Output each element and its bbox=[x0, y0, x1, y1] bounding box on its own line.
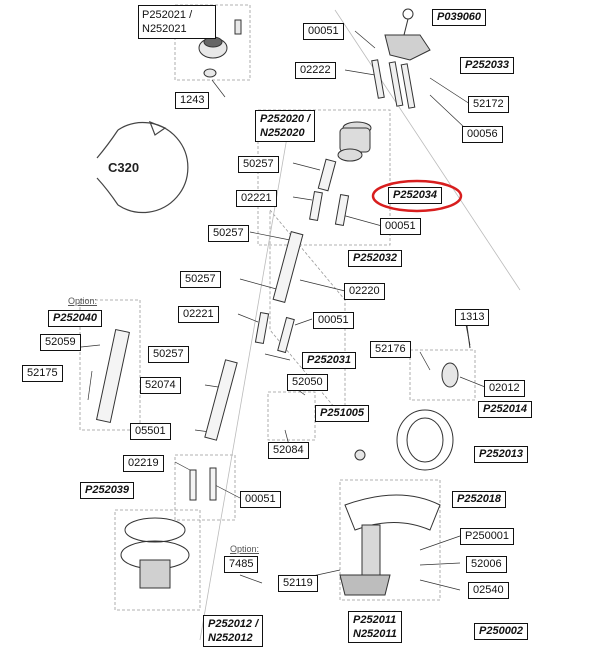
label-00056: 00056 bbox=[462, 126, 503, 143]
base-cage-p252018 bbox=[339, 494, 441, 596]
label-00051-c: 00051 bbox=[313, 312, 354, 329]
label-52084: 52084 bbox=[268, 442, 309, 459]
label-02221-b: 02221 bbox=[178, 306, 219, 323]
shafts bbox=[95, 158, 350, 501]
label-p252021-group: P252021 / N252021 bbox=[138, 5, 216, 39]
label-02222: 02222 bbox=[295, 62, 336, 79]
label-p039060: P039060 bbox=[432, 9, 487, 26]
label-02220: 02220 bbox=[344, 283, 385, 300]
label-00051-top: 00051 bbox=[303, 23, 344, 40]
label-50257-c: 50257 bbox=[180, 271, 221, 288]
label-n252011: N252011 bbox=[353, 628, 397, 640]
label-p250002: P250002 bbox=[474, 623, 529, 640]
label-p252021: P252021 / bbox=[142, 9, 193, 21]
frame-p252011 bbox=[339, 479, 441, 601]
label-1313: 1313 bbox=[455, 309, 490, 326]
label-02012: 02012 bbox=[484, 380, 525, 397]
label-50257-a: 50257 bbox=[238, 156, 279, 173]
label-00051-b: 00051 bbox=[380, 218, 421, 235]
drum-part-p252013 bbox=[396, 409, 454, 471]
label-p252013: P252013 bbox=[474, 446, 529, 463]
c320-label: C320 bbox=[108, 160, 140, 175]
label-n252021: N252021 bbox=[142, 23, 187, 35]
label-p252018: P252018 bbox=[452, 491, 507, 508]
label-52176: 52176 bbox=[370, 341, 411, 358]
label-52050: 52050 bbox=[287, 374, 328, 391]
rods-part-02222 bbox=[371, 59, 416, 109]
frame-p252014 bbox=[409, 349, 476, 401]
option-label-1: Option: bbox=[68, 296, 98, 306]
label-n252020: N252020 bbox=[260, 127, 305, 139]
spool-part-p252014 bbox=[441, 362, 459, 388]
label-p252031: P252031 bbox=[302, 352, 357, 369]
label-p252012-group: P252012 / N252012 bbox=[203, 615, 264, 647]
label-02540: 02540 bbox=[468, 582, 509, 599]
assembly-axis-right bbox=[334, 9, 521, 291]
head-part-p252020 bbox=[337, 121, 372, 162]
label-n252012: N252012 bbox=[208, 632, 253, 644]
label-52175: 52175 bbox=[22, 365, 63, 382]
frame-p251005 bbox=[267, 391, 316, 441]
frame-p252020 bbox=[257, 109, 391, 246]
label-p252011-group: P252011 N252011 bbox=[348, 611, 402, 643]
option-label-2: Option: bbox=[230, 544, 260, 554]
label-7485: 7485 bbox=[224, 556, 259, 573]
label-p251005: P251005 bbox=[315, 405, 370, 422]
label-p252011: P252011 bbox=[353, 614, 397, 626]
label-02221-a: 02221 bbox=[236, 190, 277, 207]
label-p250001: P250001 bbox=[460, 528, 515, 545]
knob-part-p039060 bbox=[384, 8, 431, 61]
label-52059: 52059 bbox=[40, 334, 81, 351]
highlight-ellipse bbox=[371, 179, 463, 213]
label-52172: 52172 bbox=[468, 96, 509, 113]
label-p252012: P252012 / bbox=[208, 618, 259, 630]
label-p252014: P252014 bbox=[478, 401, 533, 418]
small-fitting bbox=[354, 449, 366, 461]
label-p252032: P252032 bbox=[348, 250, 403, 267]
right-side-parts bbox=[354, 311, 471, 471]
label-52119: 52119 bbox=[278, 575, 318, 592]
label-p252040: P252040 bbox=[48, 310, 103, 327]
label-p252039: P252039 bbox=[80, 482, 135, 499]
label-p252020: P252020 / bbox=[260, 113, 311, 125]
frame-p252012 bbox=[114, 509, 201, 611]
frame-p252039 bbox=[174, 454, 236, 521]
frame-p252021 bbox=[174, 4, 251, 81]
cap-part-p252021 bbox=[198, 19, 242, 78]
label-05501: 05501 bbox=[130, 423, 171, 440]
label-50257-d: 50257 bbox=[148, 346, 189, 363]
label-1243: 1243 bbox=[175, 92, 210, 109]
label-p252034: P252034 bbox=[388, 187, 443, 204]
c320-ring bbox=[96, 120, 189, 214]
label-52074: 52074 bbox=[140, 377, 181, 394]
label-p252033: P252033 bbox=[460, 57, 515, 74]
label-02219: 02219 bbox=[123, 455, 164, 472]
label-50257-b: 50257 bbox=[208, 225, 249, 242]
label-52006: 52006 bbox=[466, 556, 507, 573]
label-00051-d: 00051 bbox=[240, 491, 281, 508]
label-p252020-group: P252020 / N252020 bbox=[255, 110, 316, 142]
